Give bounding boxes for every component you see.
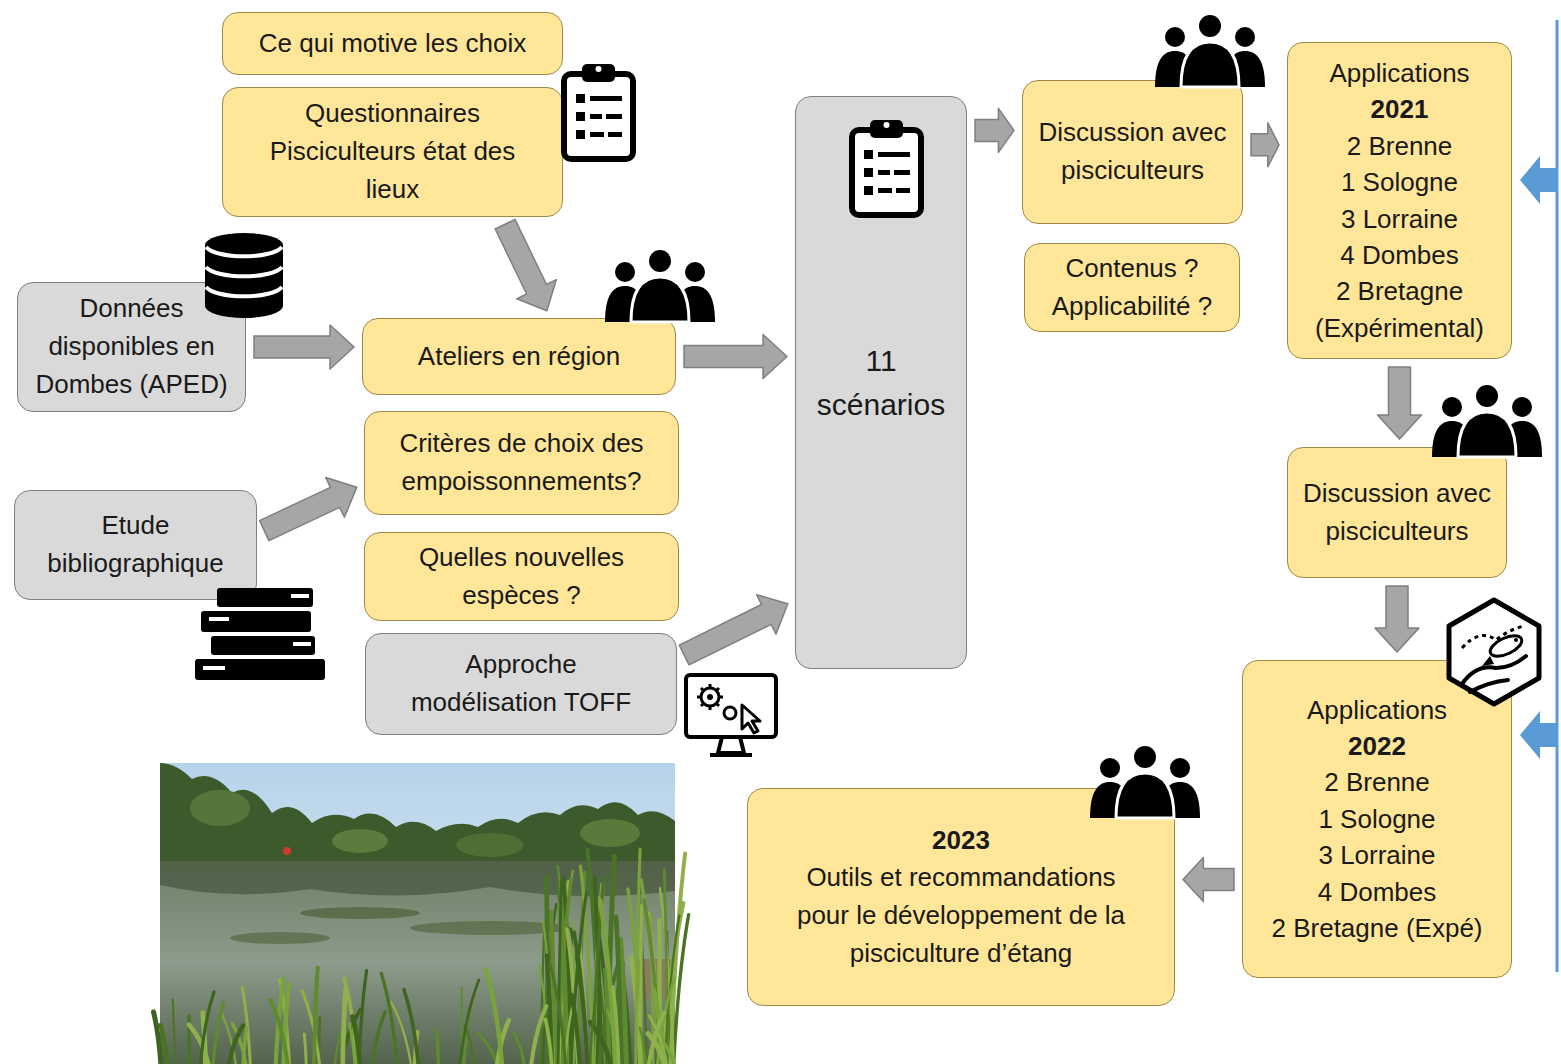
people-icon: [1432, 385, 1542, 457]
pond-photo: [154, 763, 689, 1064]
box-text: Ateliers en région: [418, 340, 620, 374]
box-text: 2021: [1371, 91, 1429, 127]
box-text: 2 Brenne: [1347, 128, 1453, 164]
database-icon: [205, 233, 283, 318]
box-text: Quelles nouvelles espèces ?: [392, 539, 652, 614]
box-text: 1 Sologne: [1341, 164, 1458, 200]
fish-hand-icon: [1449, 600, 1539, 704]
flow-arrow: [684, 335, 787, 379]
source-box: Approche modélisation TOFF: [365, 633, 677, 735]
box-text: 2022: [1348, 728, 1406, 764]
box-text: 3 Lorraine: [1341, 201, 1458, 237]
process-box: Discussion avec pisciculteurs: [1022, 80, 1243, 224]
box-text: 1 Sologne: [1318, 801, 1435, 837]
process-box: Quelles nouvelles espèces ?: [364, 532, 679, 621]
flow-arrow: [495, 219, 556, 310]
source-box: Etude bibliographique: [14, 490, 257, 600]
process-box: 2023Outils et recommandations pour le dé…: [747, 788, 1175, 1006]
flow-arrow: [260, 478, 357, 541]
box-text: 4 Dombes: [1318, 874, 1437, 910]
box-text: Discussion avec pisciculteurs: [1302, 475, 1492, 550]
process-box: Discussion avec pisciculteurs: [1287, 447, 1507, 578]
people-icon: [1090, 746, 1200, 818]
flow-arrow: [975, 108, 1014, 152]
source-box: Données disponibles en Dombes (APED): [17, 282, 246, 412]
process-box: Contenus ? Applicabilité ?: [1024, 243, 1240, 332]
flow-arrow: [1183, 857, 1234, 901]
process-box: Ce qui motive les choix: [222, 12, 563, 75]
process-box: Applications20212 Brenne1 Sologne3 Lorra…: [1287, 42, 1512, 359]
flow-arrow: [1375, 586, 1419, 652]
box-text: Applications: [1307, 692, 1447, 728]
box-text: Discussion avec pisciculteurs: [1038, 114, 1228, 189]
box-text: Etude bibliographique: [28, 507, 243, 582]
box-text: Approche modélisation TOFF: [402, 646, 640, 721]
source-box: 11 scénarios: [795, 96, 967, 669]
box-text: Contenus ? Applicabilité ?: [1042, 250, 1222, 325]
box-text: 11 scénarios: [806, 339, 956, 426]
flow-arrow: [254, 325, 354, 369]
feedback-arrow: [1520, 711, 1558, 759]
box-text: 2 Brenne: [1324, 764, 1430, 800]
box-text: 2 Bretagne: [1336, 273, 1463, 309]
clipboard-icon: [564, 64, 633, 159]
box-text: (Expérimental): [1315, 310, 1484, 346]
feedback-arrow: [1520, 156, 1558, 204]
flow-arrow: [679, 595, 788, 665]
box-text: 3 Lorraine: [1318, 837, 1435, 873]
box-text: Questionnaires Pisciculteurs état des li…: [252, 95, 534, 208]
feedback-line: [1556, 20, 1559, 972]
process-box: Applications20222 Brenne1 Sologne3 Lorra…: [1242, 660, 1512, 978]
books-icon: [195, 588, 325, 680]
process-box: Ateliers en région: [362, 318, 676, 395]
flow-arrow: [1251, 123, 1279, 167]
clipboard-icon: [852, 120, 921, 215]
people-icon: [605, 250, 715, 322]
flow-arrow: [1378, 367, 1422, 439]
people-icon: [1155, 15, 1265, 87]
box-text: Outils et recommandations pour le dévelo…: [784, 859, 1139, 972]
box-text: Applications: [1329, 55, 1469, 91]
box-text: 2023: [932, 822, 990, 860]
box-text: 2 Bretagne (Expé): [1271, 910, 1482, 946]
box-text: 4 Dombes: [1340, 237, 1459, 273]
process-box: Critères de choix des empoissonnements?: [364, 411, 679, 515]
box-text: Ce qui motive les choix: [259, 27, 526, 61]
box-text: Critères de choix des empoissonnements?: [376, 425, 668, 500]
computer-icon: [686, 675, 776, 755]
box-text: Données disponibles en Dombes (APED): [27, 290, 237, 403]
process-box: Questionnaires Pisciculteurs état des li…: [222, 87, 563, 217]
